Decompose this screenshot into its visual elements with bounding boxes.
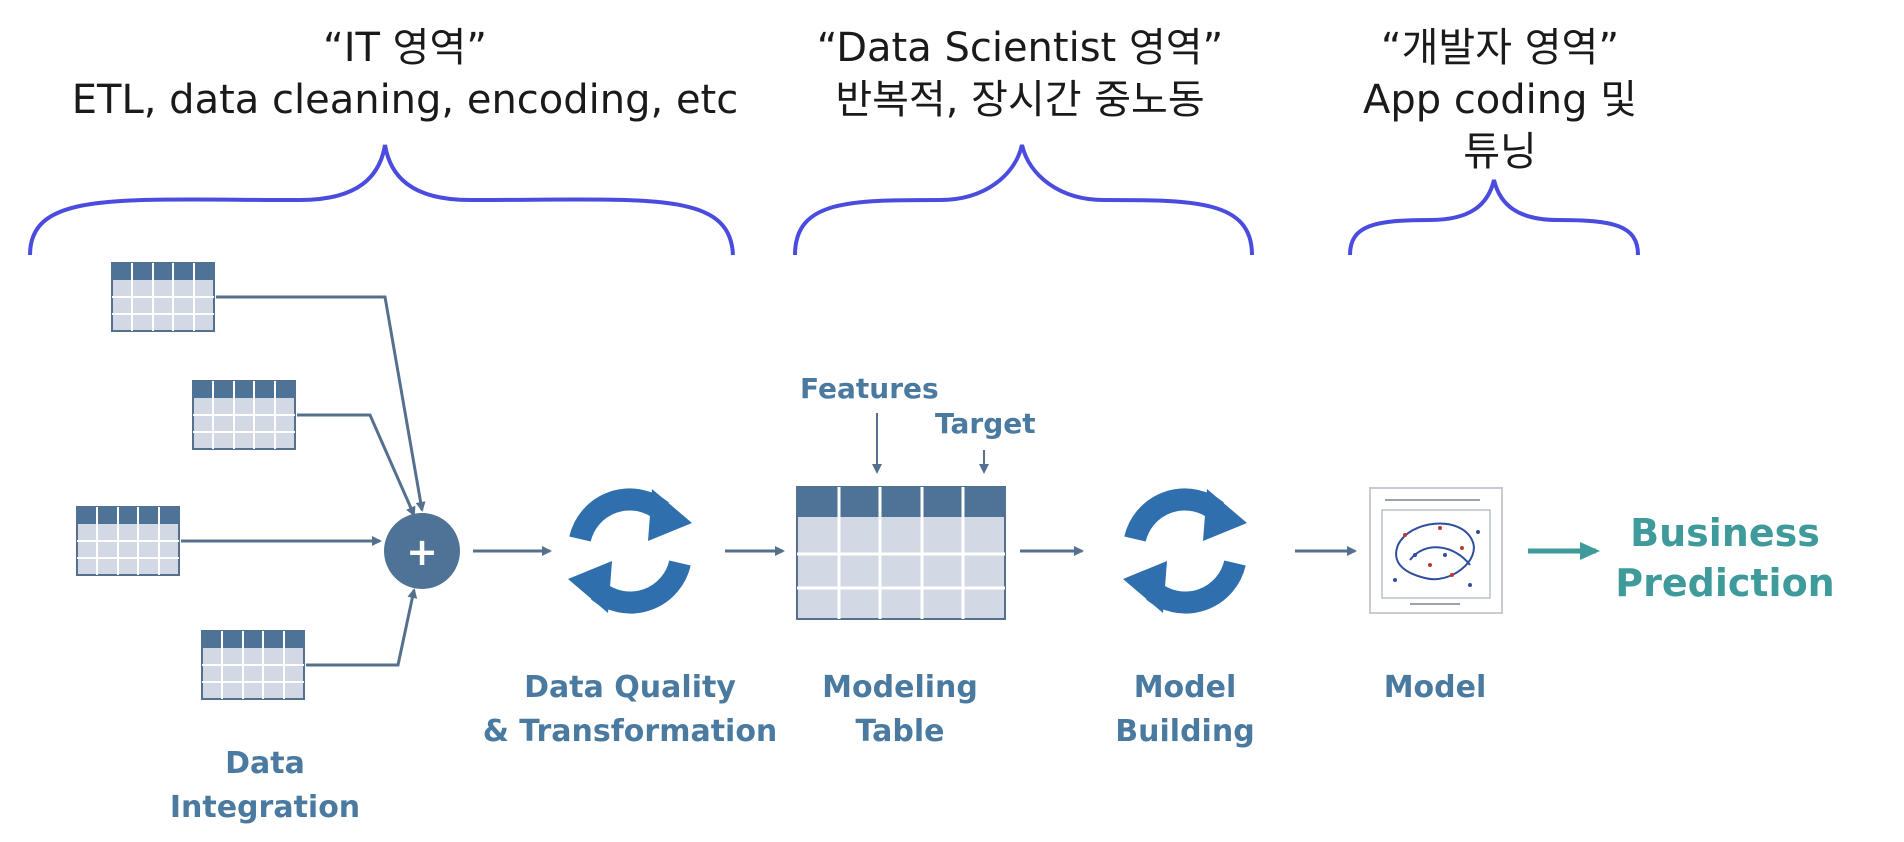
integration-plus-node: +	[384, 513, 460, 589]
connector-1	[216, 295, 426, 512]
it-section-header: “IT 영역” ETL, data cleaning, encoding, et…	[55, 22, 755, 126]
features-label: Features	[800, 372, 939, 405]
developer-section-brace	[1348, 179, 1640, 256]
business-prediction-label: Business Prediction	[1615, 511, 1835, 605]
model-building-cycle-icon	[1123, 489, 1247, 613]
it-section-title: “IT 영역”	[323, 25, 487, 71]
source-table-1	[111, 262, 215, 332]
model-label: Model	[1383, 670, 1487, 705]
plus-sign: +	[406, 530, 438, 574]
modeling-table-icon	[796, 486, 1006, 620]
connector-2	[297, 413, 416, 517]
it-section-brace	[28, 144, 735, 256]
data-scientist-section-brace	[793, 144, 1254, 256]
source-table-2	[192, 380, 296, 450]
data-scientist-section-description: 반복적, 장시간 중노동	[835, 77, 1205, 123]
data-scientist-section-header: “Data Scientist 영역” 반복적, 장시간 중노동	[760, 22, 1280, 126]
source-table-3	[76, 506, 180, 576]
developer-section-title: “개발자 영역”	[1380, 25, 1620, 71]
data-quality-label: Data Quality & Transformation	[482, 670, 778, 749]
developer-section-header: “개발자 영역” App coding 및 튜닝	[1300, 22, 1700, 178]
modeling-table-label: Modeling Table	[822, 670, 978, 749]
it-section-description: ETL, data cleaning, encoding, etc	[71, 77, 739, 123]
data-scientist-section-title: “Data Scientist 영역”	[816, 25, 1224, 71]
target-label: Target	[935, 407, 1036, 440]
developer-section-description-2: 튜닝	[1463, 129, 1537, 175]
source-table-4	[201, 630, 305, 700]
model-plot-thumbnail	[1369, 487, 1503, 614]
developer-section-description: App coding 및	[1362, 77, 1638, 123]
model-building-label: Model Building	[1115, 670, 1255, 749]
data-integration-label: Data Integration	[169, 746, 361, 825]
data-quality-cycle-icon	[568, 489, 692, 613]
connector-4	[306, 588, 418, 667]
